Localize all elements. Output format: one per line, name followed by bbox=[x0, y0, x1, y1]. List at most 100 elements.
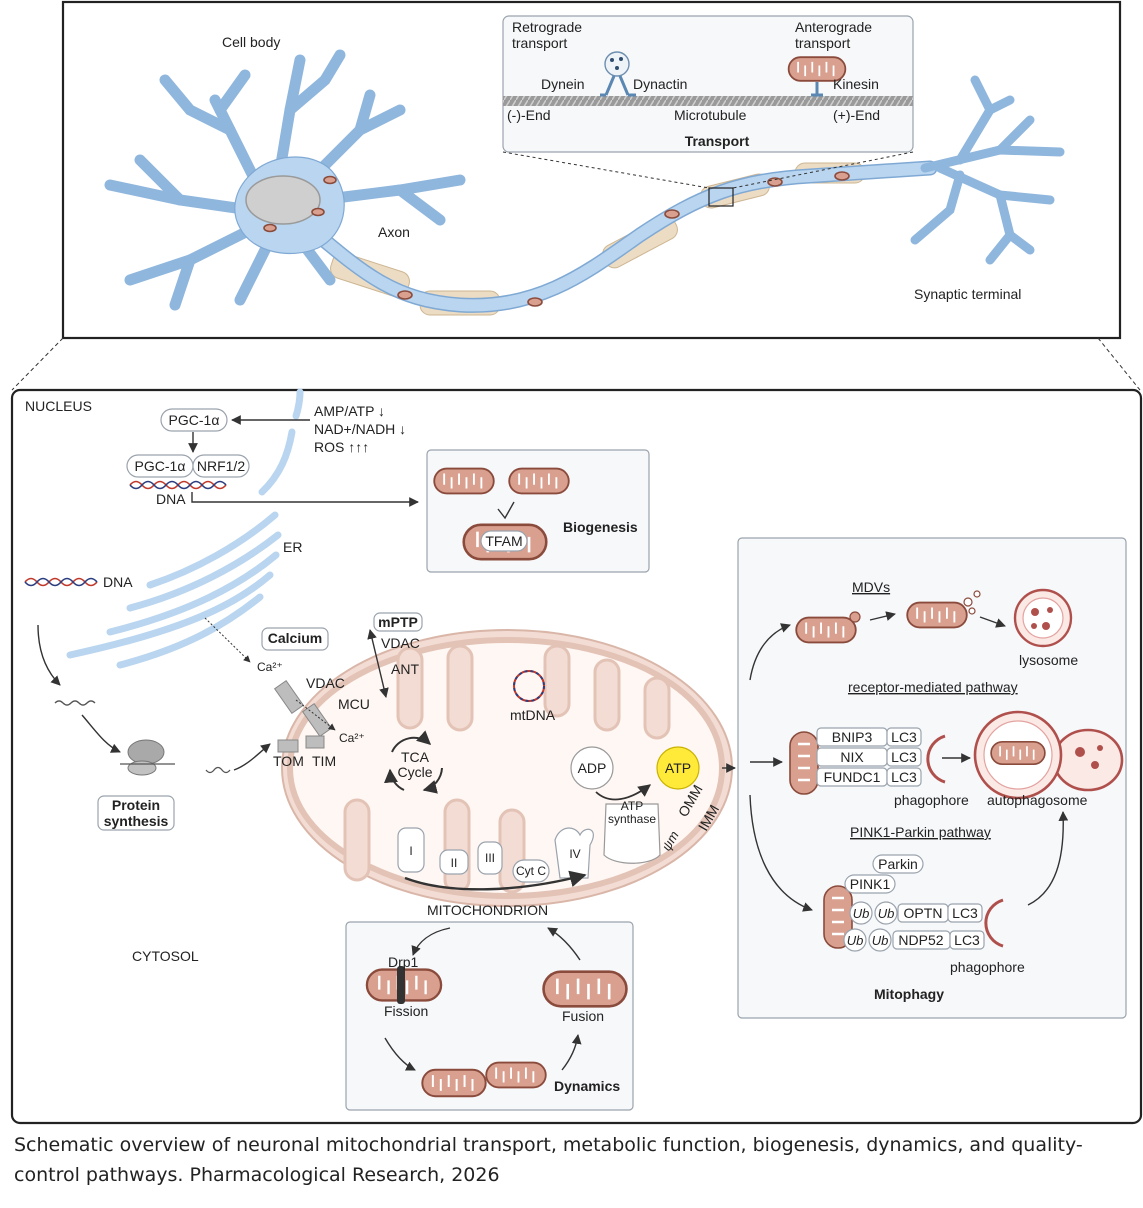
phagophore-2 bbox=[984, 898, 1004, 948]
lc3-label-4: LC3 bbox=[952, 905, 978, 921]
protein-synthesis-label-1: Protein bbox=[112, 797, 160, 813]
cell-panel: NUCLEUS PGC-1α PGC-1α NRF1/2 DNA AMP/ATP… bbox=[10, 388, 1143, 1125]
anterograde-label-1: Anterograde bbox=[795, 19, 872, 35]
nuclear-dna-label: DNA bbox=[156, 491, 186, 507]
receptor-mitochondrion bbox=[789, 731, 819, 795]
biogenesis-box: TFAM Biogenesis bbox=[426, 449, 650, 573]
cell-body-label: Cell body bbox=[222, 34, 280, 50]
mtdna-ring bbox=[513, 670, 545, 702]
atp-label: ATP bbox=[665, 760, 691, 776]
lysosome-label: lysosome bbox=[1019, 652, 1078, 668]
cytosolic-dna-label: DNA bbox=[103, 574, 133, 590]
nix-label: NIX bbox=[840, 749, 864, 765]
tfam-label: TFAM bbox=[485, 533, 522, 549]
drp1-ring bbox=[397, 966, 405, 1004]
pink1-label: PINK1 bbox=[850, 876, 891, 892]
lc3-label-2: LC3 bbox=[891, 749, 917, 765]
ribosome bbox=[120, 739, 175, 776]
calcium-channels bbox=[273, 680, 333, 753]
zoom-box bbox=[708, 187, 734, 207]
cyt-c-label: Cyt C bbox=[516, 864, 546, 878]
nrf12-label: NRF1/2 bbox=[197, 458, 245, 474]
atp-synthase bbox=[603, 803, 661, 864]
autophagosome-label: autophagosome bbox=[987, 792, 1088, 808]
tca-label-2: Cycle bbox=[397, 764, 432, 780]
cristae bbox=[343, 644, 671, 894]
axonal-mitochondria bbox=[397, 171, 850, 307]
retrograde-label-1: Retrograde bbox=[512, 19, 582, 35]
neuron-panel: Cell body Axon Synaptic terminal Retrogr… bbox=[61, 0, 1122, 340]
ros-label: ROS ↑↑↑ bbox=[314, 439, 369, 455]
mtdna-label: mtDNA bbox=[510, 707, 556, 723]
pgc1a-label: PGC-1α bbox=[169, 412, 220, 428]
nad-nadh-label: NAD+/NADH ↓ bbox=[314, 421, 406, 437]
tom-label: TOM bbox=[273, 753, 304, 769]
calcium-label: Calcium bbox=[268, 630, 322, 646]
mitochondrion-label: MITOCHONDRION bbox=[427, 902, 548, 918]
phagophore-1 bbox=[926, 734, 946, 784]
phagophore-2-label: phagophore bbox=[950, 959, 1025, 975]
nucleus-label: NUCLEUS bbox=[25, 398, 92, 414]
receptor-pathway-label: receptor-mediated pathway bbox=[848, 679, 1018, 695]
optn-label: OPTN bbox=[904, 905, 943, 921]
axon-label: Axon bbox=[378, 224, 410, 240]
mptp-label: mPTP bbox=[378, 614, 418, 630]
anterograde-label-2: transport bbox=[795, 35, 850, 51]
biogenesis-title: Biogenesis bbox=[563, 519, 638, 535]
mdvs-label: MDVs bbox=[852, 579, 890, 595]
dynamics-box: Drp1 Fission Fusion Dynamics bbox=[345, 921, 634, 1111]
electron-transport-chain bbox=[397, 827, 594, 883]
mitochondrion: mtDNA TCA Cycle ADP ATP ATP synthase OMM… bbox=[281, 629, 733, 907]
calcium-ion-1-label: Ca²⁺ bbox=[257, 660, 283, 674]
mcu-label: MCU bbox=[338, 696, 370, 712]
phagophore-1-label: phagophore bbox=[894, 792, 969, 808]
transport-title: Transport bbox=[685, 133, 750, 149]
atp-synthase-label-2: synthase bbox=[608, 812, 656, 826]
lc3-label-3: LC3 bbox=[891, 769, 917, 785]
pink1-mitochondrion bbox=[823, 885, 853, 949]
kinesin-label: Kinesin bbox=[833, 76, 879, 92]
tca-cycle-icon bbox=[383, 730, 443, 794]
bnip3-label: BNIP3 bbox=[832, 729, 873, 745]
mitophagy-title: Mitophagy bbox=[874, 986, 944, 1002]
microtubule-track bbox=[503, 96, 913, 106]
mrna-strand bbox=[54, 700, 96, 706]
ub-label-1: Ub bbox=[853, 906, 870, 921]
atp-synthase-label-1: ATP bbox=[621, 799, 643, 813]
mitophagy-box: MDVs lysosome receptor-mediated pathway bbox=[722, 537, 1127, 1019]
tca-label-1: TCA bbox=[401, 749, 430, 765]
transport-inset: Retrograde transport Anterograde transpo… bbox=[502, 15, 914, 153]
drp1-label: Drp1 bbox=[388, 954, 419, 970]
microtubule-label: Microtubule bbox=[674, 107, 747, 123]
plus-end-label: (+)-End bbox=[833, 107, 880, 123]
figure-caption: Schematic overview of neuronal mitochond… bbox=[14, 1134, 1083, 1186]
endoplasmic-reticulum bbox=[66, 511, 282, 669]
cytosol-label: CYTOSOL bbox=[132, 948, 199, 964]
ub-label-3: Ub bbox=[847, 933, 864, 948]
diagram-canvas: Cell body Axon Synaptic terminal Retrogr… bbox=[10, 0, 1143, 1125]
complex-i-label: I bbox=[409, 844, 412, 858]
autophagosome bbox=[973, 710, 1124, 800]
synaptic-terminal-branches bbox=[910, 75, 1065, 265]
complex-iii-label: III bbox=[485, 851, 495, 865]
kinesin-motor bbox=[787, 56, 847, 97]
minus-end-label: (-)-End bbox=[507, 107, 551, 123]
pgc1a-complex-label: PGC-1α bbox=[135, 458, 186, 474]
nucleus-shape bbox=[245, 175, 321, 225]
ubiquitin-chain bbox=[843, 901, 898, 952]
adp-molecule bbox=[570, 746, 614, 790]
pgc1a-pill bbox=[160, 408, 228, 432]
ub-label-4: Ub bbox=[872, 933, 889, 948]
adp-label: ADP bbox=[578, 760, 607, 776]
atp-molecule bbox=[656, 746, 700, 790]
fundc1-label: FUNDC1 bbox=[824, 769, 881, 785]
amp-atp-label: AMP/ATP ↓ bbox=[314, 403, 385, 419]
nascent-peptide bbox=[205, 766, 231, 774]
parkin-label: Parkin bbox=[878, 856, 918, 872]
lc3-label-1: LC3 bbox=[891, 729, 917, 745]
lc3-label-5: LC3 bbox=[954, 932, 980, 948]
complex-iv-label: IV bbox=[569, 847, 580, 861]
dynamics-title: Dynamics bbox=[554, 1078, 620, 1094]
ub-label-2: Ub bbox=[878, 906, 895, 921]
dynein-dynactin-motor bbox=[600, 51, 636, 97]
